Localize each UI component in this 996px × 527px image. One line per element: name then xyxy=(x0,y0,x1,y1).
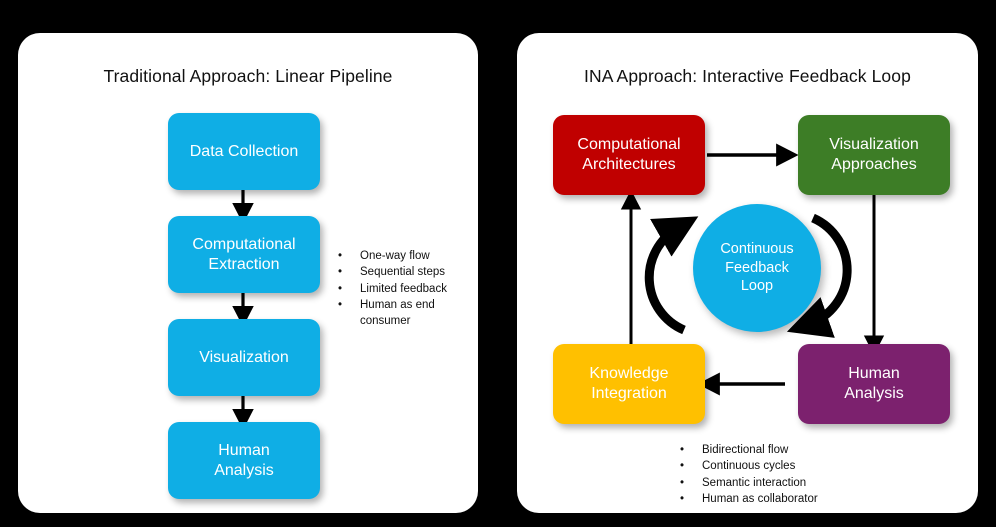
list-item-label: Human as collaborator xyxy=(702,492,818,505)
node-visualization[interactable]: Visualization xyxy=(168,319,320,396)
node-continuous-feedback-loop[interactable]: Continuous Feedback Loop xyxy=(693,204,821,332)
list-item: • Limited feedback xyxy=(338,281,447,297)
page-title-left: Traditional Approach: Linear Pipeline xyxy=(103,66,393,86)
list-item-label: Continuous cycles xyxy=(702,460,796,473)
list-item-label: Bidirectional flow xyxy=(702,444,789,456)
list-item-label: Limited feedback xyxy=(360,282,447,295)
list-item-label: Sequential steps xyxy=(360,266,446,279)
node-computational-extraction[interactable]: Computational Extraction xyxy=(168,216,320,293)
bullet-marker: • xyxy=(680,460,685,473)
traditional-approach-panel: Traditional Approach: Linear Pipeline Da… xyxy=(18,33,478,513)
feedback-arc-left-icon xyxy=(644,216,699,335)
list-item-label: Semantic interaction xyxy=(702,476,807,489)
node-label: Knowledge Integration xyxy=(589,365,669,402)
node-label: Human Analysis xyxy=(214,441,274,479)
node-human-analysis[interactable]: Human Analysis xyxy=(798,344,950,424)
node-label: Continuous Feedback Loop xyxy=(720,240,794,295)
node-label: Human Analysis xyxy=(844,365,904,402)
node-data-collection[interactable]: Data Collection xyxy=(168,113,320,190)
bullet-marker: • xyxy=(338,266,343,279)
list-item: • Human as end consumer xyxy=(338,297,447,330)
node-label: Data Collection xyxy=(189,142,299,160)
node-label: Visualization Approaches xyxy=(829,136,919,173)
list-item: • Human as collaborator xyxy=(680,491,818,507)
node-label: Visualization xyxy=(199,348,289,366)
list-item: • Semantic interaction xyxy=(680,475,818,491)
page-title-right: INA Approach: Interactive Feedback Loop xyxy=(584,66,911,86)
list-item: • Continuous cycles xyxy=(680,458,818,474)
list-item: • One-way flow xyxy=(338,248,447,264)
node-computational-architectures[interactable]: Computational Architectures xyxy=(553,115,705,195)
bullet-marker: • xyxy=(680,492,685,505)
bullet-marker: • xyxy=(680,476,685,489)
traditional-characteristics-list: • One-way flow • Sequential steps • Limi… xyxy=(338,248,447,330)
list-item: • Sequential steps xyxy=(338,264,447,280)
list-item-label: One-way flow xyxy=(360,250,430,262)
ina-characteristics-list: • Bidirectional flow • Continuous cycles… xyxy=(680,442,818,507)
node-knowledge-integration[interactable]: Knowledge Integration xyxy=(553,344,705,424)
node-human-analysis[interactable]: Human Analysis xyxy=(168,422,320,499)
bullet-marker: • xyxy=(680,444,685,456)
list-item: • Bidirectional flow xyxy=(680,442,818,458)
bullet-marker: • xyxy=(338,298,343,311)
node-visualization-approaches[interactable]: Visualization Approaches xyxy=(798,115,950,195)
bullet-marker: • xyxy=(338,250,343,262)
list-item-label: Human as end consumer xyxy=(360,298,435,328)
bullet-marker: • xyxy=(338,282,343,295)
node-label: Computational Architectures xyxy=(577,136,681,173)
node-label: Computational Extraction xyxy=(192,235,296,273)
ina-approach-panel: INA Approach: Interactive Feedback Loop … xyxy=(517,33,978,513)
